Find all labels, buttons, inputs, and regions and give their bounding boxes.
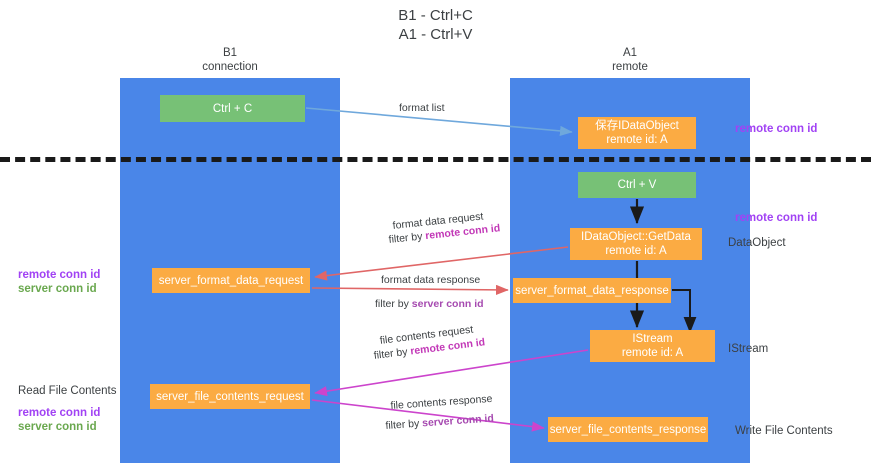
legend-middle: remote conn id server conn id bbox=[18, 268, 100, 296]
filter-prefix-4: filter by bbox=[385, 417, 423, 432]
filter-prefix-3: filter by bbox=[373, 345, 412, 362]
label-remote-conn-id-top: remote conn id bbox=[735, 123, 818, 135]
node-server-file-contents-request[interactable]: server_file_contents_request bbox=[150, 384, 310, 409]
title-line-2: A1 - Ctrl+V bbox=[398, 26, 473, 43]
filter-prefix-2: filter by bbox=[375, 298, 412, 310]
edge-label-file-contents-response: file contents response bbox=[390, 392, 493, 412]
edge-label-format-list: format list bbox=[399, 102, 445, 114]
filter-prefix-1: filter by bbox=[388, 230, 426, 246]
node-idataobject-label: 保存IDataObject bbox=[595, 120, 679, 132]
node-ctrl-v[interactable]: Ctrl + V bbox=[578, 172, 696, 198]
edge-label-file-contents-response-filter: filter by server conn id bbox=[385, 411, 494, 433]
legend-bottom: Read File Contents remote conn id server… bbox=[18, 384, 116, 434]
node-server-file-contents-request-label: server_file_contents_request bbox=[156, 390, 304, 403]
phase-divider bbox=[0, 157, 871, 162]
page-title: B1 - Ctrl+C A1 - Ctrl+V bbox=[0, 6, 871, 44]
legend-middle-remote: remote conn id bbox=[18, 269, 101, 281]
label-remote-conn-id-mid: remote conn id bbox=[735, 212, 818, 224]
legend-bottom-remote: remote conn id bbox=[18, 407, 101, 419]
node-getdata-label: IDataObject::GetData bbox=[581, 231, 691, 243]
edge-label-format-data-response: format data response bbox=[381, 274, 481, 286]
node-idataobject[interactable]: 保存IDataObject remote id: A bbox=[578, 117, 696, 149]
title-line-1: B1 - Ctrl+C bbox=[398, 7, 473, 24]
node-server-format-data-response[interactable]: server_format_data_response bbox=[513, 278, 671, 303]
node-server-format-data-request-label: server_format_data_request bbox=[158, 274, 304, 287]
edge-label-format-data-response-filter: filter by server conn id bbox=[375, 297, 484, 311]
legend-bottom-server: server conn id bbox=[18, 421, 97, 433]
filter-key-4: server conn id bbox=[421, 412, 495, 430]
label-dataobject: DataObject bbox=[728, 237, 786, 249]
lane-header-b1: B1 connection bbox=[120, 46, 340, 74]
filter-key-2: server conn id bbox=[411, 298, 484, 310]
legend-middle-server: server conn id bbox=[18, 283, 97, 295]
lane-a1-role: remote bbox=[612, 61, 648, 73]
node-server-file-contents-response[interactable]: server_file_contents_response bbox=[548, 417, 708, 442]
label-istream: IStream bbox=[728, 343, 769, 355]
node-server-format-data-request[interactable]: server_format_data_request bbox=[152, 268, 310, 293]
lane-header-a1: A1 remote bbox=[510, 46, 750, 74]
node-getdata-remote-id: remote id: A bbox=[605, 245, 667, 257]
node-ctrl-c-label: Ctrl + C bbox=[212, 102, 253, 115]
lane-b1-name: B1 bbox=[222, 47, 238, 59]
node-istream[interactable]: IStream remote id: A bbox=[590, 330, 715, 362]
node-server-file-contents-response-label: server_file_contents_response bbox=[549, 423, 707, 436]
node-ctrl-v-label: Ctrl + V bbox=[617, 179, 657, 191]
lane-b1-role: connection bbox=[202, 61, 258, 73]
node-idataobject-remote-id: remote id: A bbox=[606, 134, 668, 146]
node-idataobject-getdata[interactable]: IDataObject::GetData remote id: A bbox=[570, 228, 702, 260]
node-ctrl-c[interactable]: Ctrl + C bbox=[160, 95, 305, 122]
legend-bottom-header: Read File Contents bbox=[18, 385, 117, 397]
node-istream-remote-id: remote id: A bbox=[621, 347, 684, 359]
node-istream-label: IStream bbox=[632, 333, 673, 345]
label-write-file-contents: Write File Contents bbox=[735, 425, 833, 437]
lane-a1-name: A1 bbox=[622, 47, 638, 59]
node-server-format-data-response-label: server_format_data_response bbox=[515, 284, 669, 297]
